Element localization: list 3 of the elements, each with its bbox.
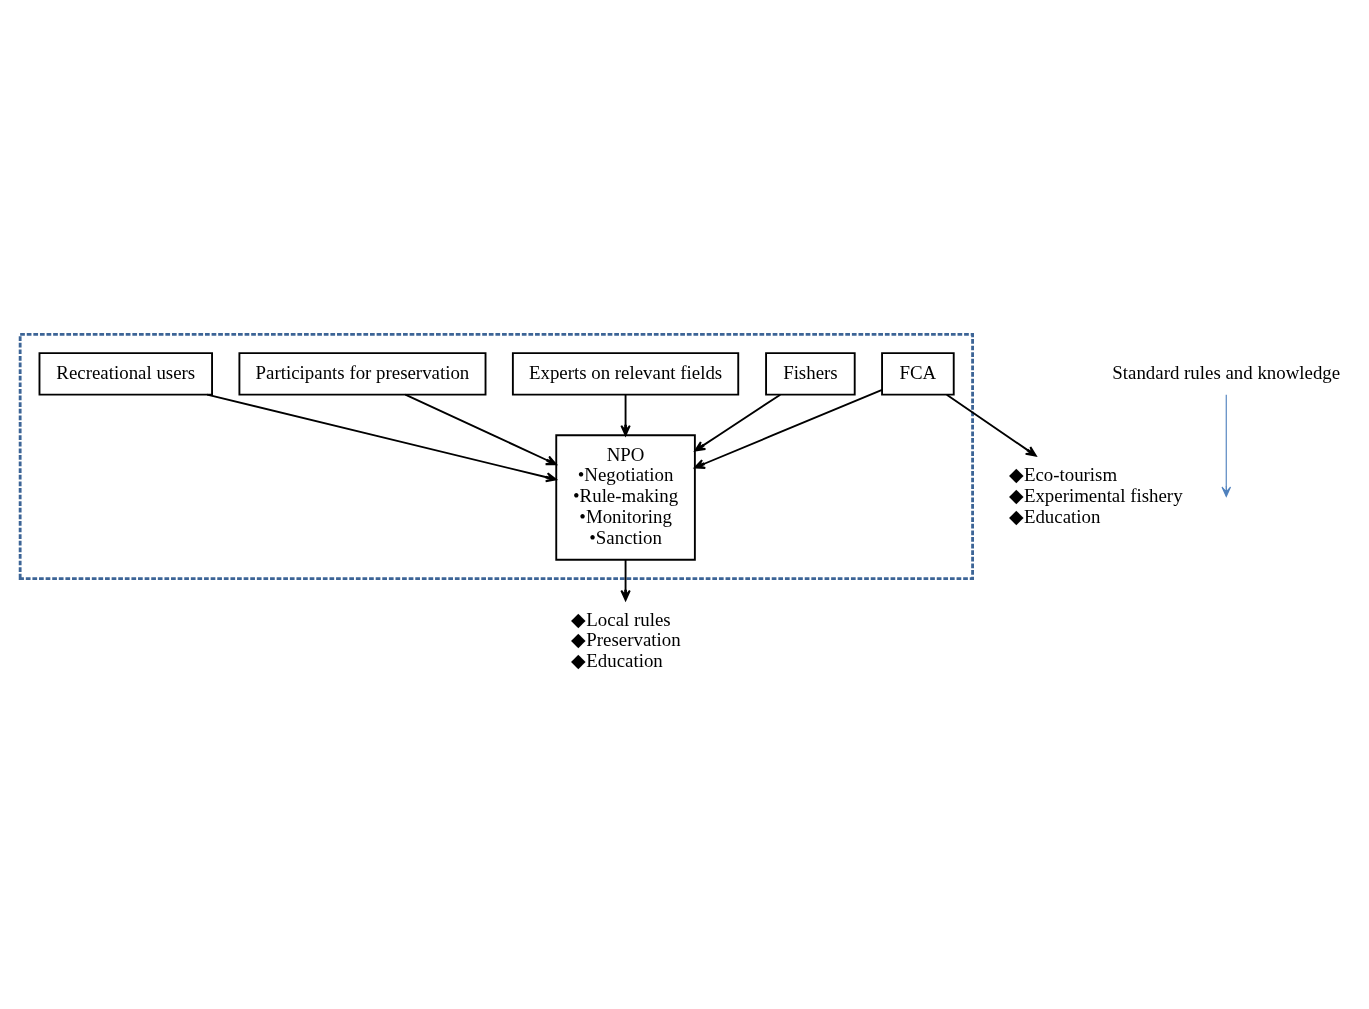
node-text: ◆Local rules ◆Preservation ◆Education bbox=[571, 608, 681, 671]
node-text: Standard rules and knowledge bbox=[1112, 361, 1341, 383]
node-text: ◆Eco-tourism ◆Experimental fishery ◆Education bbox=[1008, 463, 1183, 527]
